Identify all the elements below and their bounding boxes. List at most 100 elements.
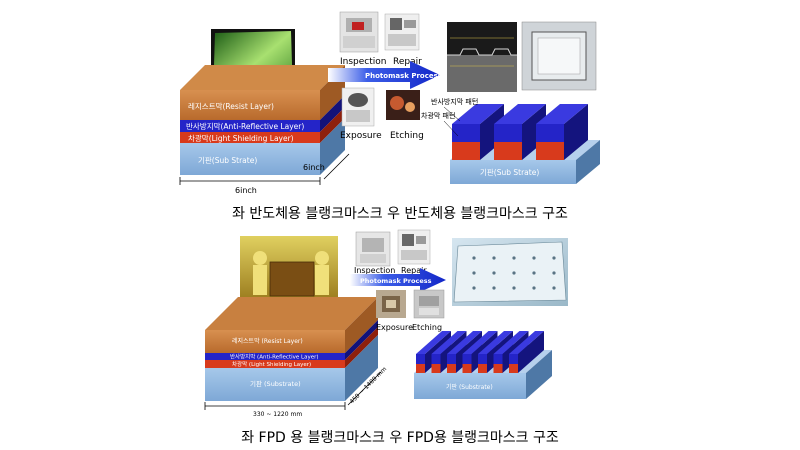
top-pillar-2-side xyxy=(522,104,546,160)
top-result-substrate: 기판(Sub Strate) xyxy=(480,168,539,177)
bottom-layer-substrate xyxy=(205,368,345,401)
top-pillar-3-top xyxy=(536,104,588,124)
bottom-pillar-7-side xyxy=(518,331,544,373)
plate-dot xyxy=(552,256,556,260)
plate-dot xyxy=(512,271,516,275)
bottom-label-shield: 차광막 (Light Shielding Layer) xyxy=(232,360,311,368)
top-result-shield-label: 차광막 패턴 xyxy=(421,111,455,120)
bottom-label-arl: 반사방지막 (Anti-Reflective Layer) xyxy=(230,353,319,361)
top-pillar-1-top xyxy=(452,104,504,124)
top-pillar-3-arl xyxy=(536,124,564,142)
bottom-inspection-label: Inspection xyxy=(354,266,395,275)
bottom-pillar-4-arl xyxy=(462,354,472,364)
top-caption: 좌 반도체용 블랭크마스크 우 반도체용 블랭크마스크 구조 xyxy=(232,206,568,222)
bottom-inspection-photo xyxy=(355,231,391,267)
plate-dot xyxy=(532,256,536,260)
bottom-pillar-6-shield xyxy=(493,364,503,373)
plate-dot xyxy=(492,286,496,290)
top-dim-depth: 6inch xyxy=(303,163,325,172)
plate-dot xyxy=(512,256,516,260)
top-side-substrate xyxy=(320,118,345,175)
bottom-dim-width: 330 ~ 1220 mm xyxy=(253,411,302,418)
bottom-caption: 좌 FPD 용 블랭크마스크 우 FPD용 블랭크마스크 구조 xyxy=(241,430,559,446)
bottom-pillar-1-top xyxy=(416,331,451,354)
bottom-process: Inspection Repair Photomask Process Expo… xyxy=(350,229,568,332)
plate-dot xyxy=(512,286,516,290)
top-plate-image xyxy=(521,21,597,91)
top-layer-shield xyxy=(180,132,320,143)
plate-dot xyxy=(492,256,496,260)
bottom-pillar-4-top xyxy=(462,331,498,354)
bottom-exposure-photo xyxy=(376,290,406,318)
plate-dot xyxy=(492,271,496,275)
bottom-pillar-2-shield xyxy=(431,364,441,373)
top-result-structure: 기판(Sub Strate) 반사방지막 패턴 차광막 패턴 xyxy=(421,97,600,184)
bottom-etching-photo xyxy=(413,289,445,319)
bottom-repair-label: Repair xyxy=(401,266,427,275)
bottom-label-resist: 레지스트막 (Resist Layer) xyxy=(232,337,303,345)
plate-dot xyxy=(472,256,476,260)
top-label-resist: 레지스트막(Resist Layer) xyxy=(188,101,274,111)
top-pillar-1-arl xyxy=(452,124,480,142)
bottom-etching-label: Etching xyxy=(412,323,442,332)
top-repair-label: Repair xyxy=(393,57,422,67)
top-exposure-photo xyxy=(341,87,375,127)
top-layer-resist xyxy=(180,90,320,120)
bottom-layer-resist xyxy=(205,330,345,353)
top-inspection-photo xyxy=(339,11,379,53)
top-dim-width: 6inch xyxy=(235,186,257,195)
top-pillar-2-arl xyxy=(494,124,522,142)
bottom-repair-photo xyxy=(397,229,431,265)
plate-dot xyxy=(472,271,476,275)
plate-dot xyxy=(552,271,556,275)
bottom-pillar-7-shield xyxy=(509,364,518,373)
bottom-pillar-6-top xyxy=(493,331,529,354)
bottom-pillar-7-arl xyxy=(509,354,518,364)
bottom-pillar-2-top xyxy=(431,331,467,354)
top-label-substrate: 기판(Sub Strate) xyxy=(198,156,257,165)
bottom-pillar-1-shield xyxy=(416,364,425,373)
bottom-layer-shield xyxy=(205,360,345,368)
plate-dot xyxy=(532,271,536,275)
top-layer-substrate xyxy=(180,143,320,175)
bottom-result-structure: 기판 (Substrate) xyxy=(414,331,552,399)
bottom-pillar-3-arl xyxy=(447,354,456,364)
bottom-pillar-5-shield xyxy=(478,364,487,373)
top-etching-label: Etching xyxy=(390,131,424,141)
bottom-result-substrate: 기판 (Substrate) xyxy=(446,383,493,391)
bottom-label-substrate: 기판 (Substrate) xyxy=(250,379,301,388)
top-label-shield: 차광막(Light Shielding Layer) xyxy=(188,133,294,143)
top-stack-top-face xyxy=(180,65,345,90)
bottom-plate-image xyxy=(452,238,568,306)
top-arrow-label: Photomask Process xyxy=(365,72,442,80)
bottom-pillar-2-arl xyxy=(431,354,441,364)
top-side-shield xyxy=(320,107,345,143)
plate-dot xyxy=(472,286,476,290)
bottom-pillar-7-top xyxy=(509,331,544,354)
top-blank-mask: 레지스트막(Resist Layer) 반사방지막(Anti-Reflectiv… xyxy=(179,29,350,195)
top-pillar-3-side xyxy=(564,104,588,160)
bottom-pillar-1-arl xyxy=(416,354,425,364)
top-dim-depth-line xyxy=(323,153,350,180)
top-side-arl xyxy=(320,95,345,132)
top-label-arl: 반사방지막(Anti-Reflective Layer) xyxy=(186,121,304,131)
top-exposure-label: Exposure xyxy=(340,131,382,141)
top-etching-photo xyxy=(386,90,420,120)
top-process-arrow xyxy=(328,61,440,89)
bottom-pillar-3-top xyxy=(447,331,482,354)
top-pillar-1-shield xyxy=(452,142,480,160)
bottom-pillar-4-shield xyxy=(462,364,472,373)
bottom-stack-top-face xyxy=(205,297,378,330)
top-pillar-3-shield xyxy=(536,142,564,160)
bottom-pillar-3-shield xyxy=(447,364,456,373)
bottom-layer-arl xyxy=(205,353,345,360)
top-process: Inspection Repair Photomask Process Expo… xyxy=(328,11,597,141)
top-pillar-1-side xyxy=(480,104,504,160)
bottom-exposure-label: Exposure xyxy=(376,323,413,332)
bottom-pillar-6-arl xyxy=(493,354,503,364)
bottom-process-arrow xyxy=(350,268,446,292)
top-repair-photo xyxy=(384,13,420,51)
top-layer-arl xyxy=(180,120,320,132)
top-sem-image xyxy=(447,22,517,92)
